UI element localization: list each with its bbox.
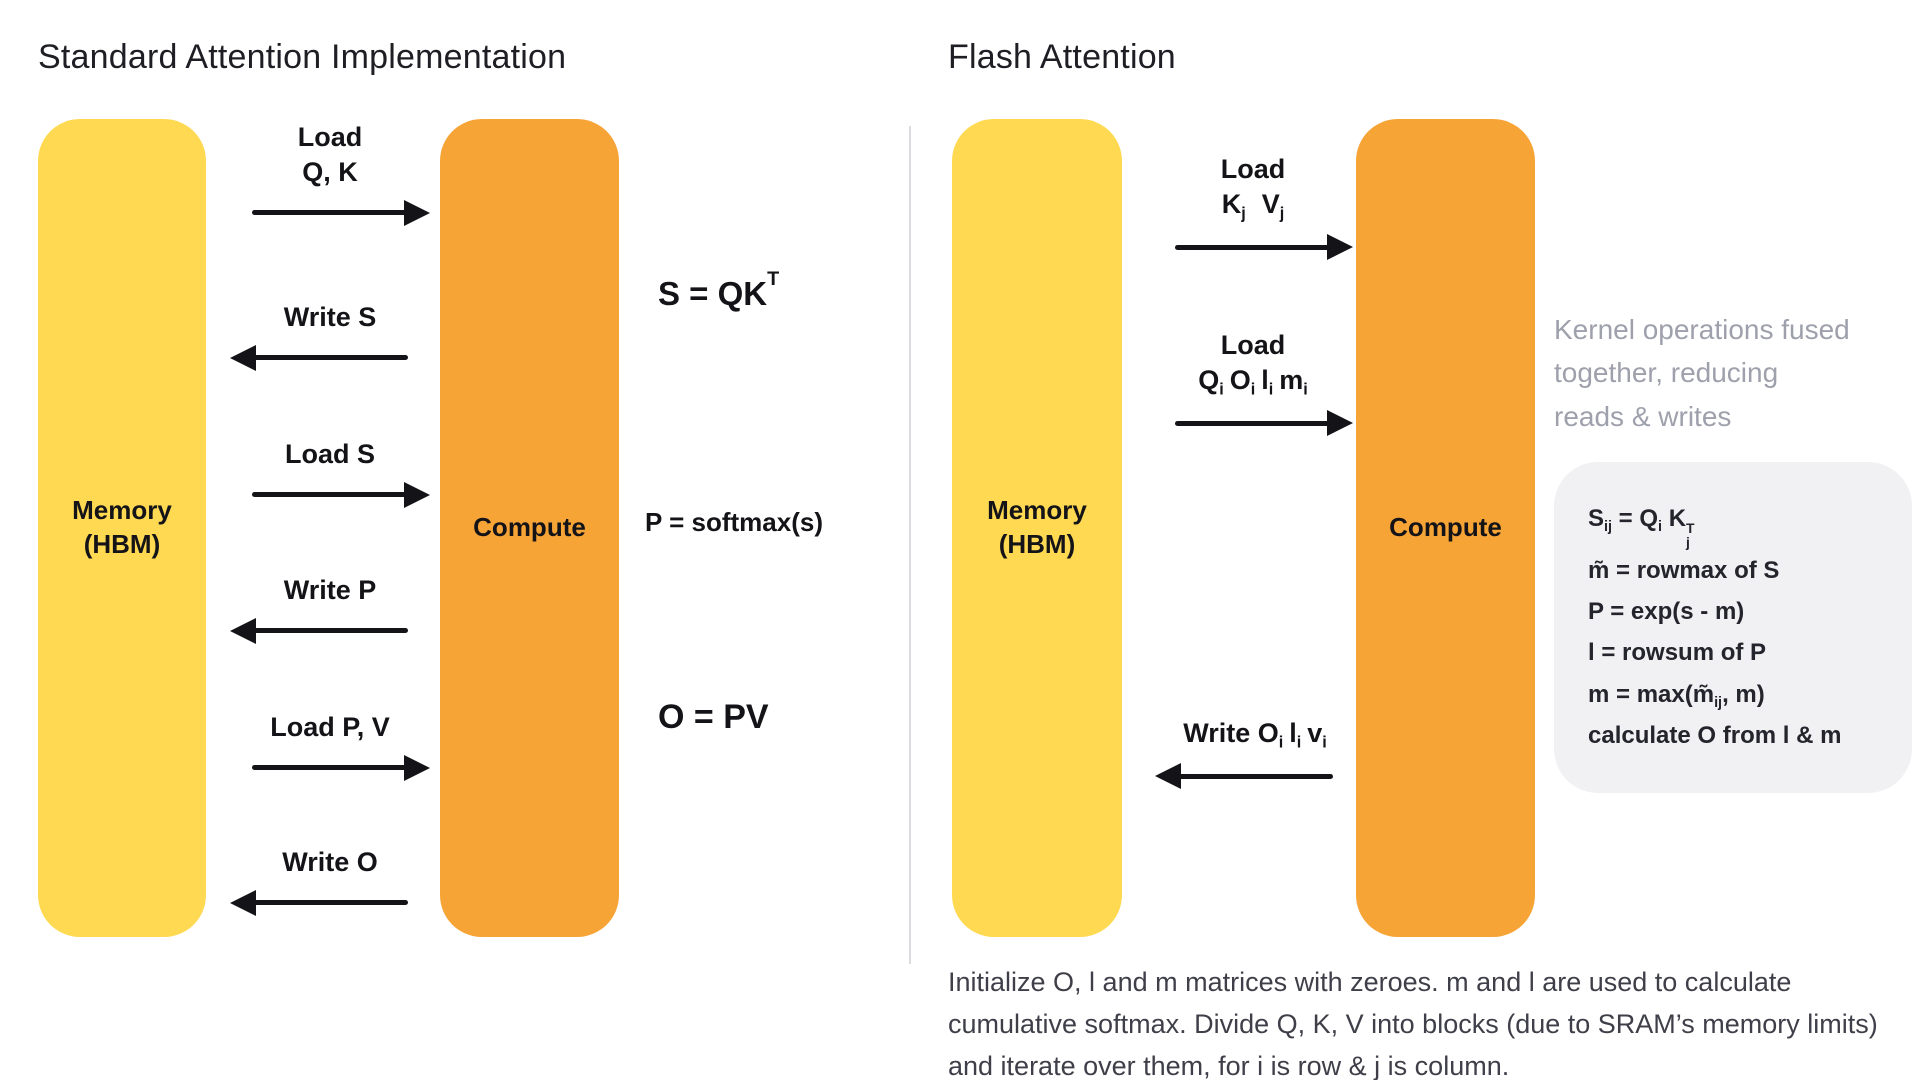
flash-attention-title: Flash Attention	[948, 38, 1176, 76]
equation-o-pv: O = PV	[658, 698, 769, 736]
initialization-footnote: Initialize O, l and m matrices with zero…	[948, 967, 1878, 1080]
arrow-label: Load	[1220, 154, 1286, 184]
right-arrow-icon	[252, 492, 408, 498]
memory-label-line2: (HBM)	[83, 529, 161, 559]
standard-compute-box: Compute	[440, 119, 619, 937]
compute-label: Compute	[1389, 512, 1502, 543]
equation-text: S = QK	[658, 274, 768, 312]
kernel-fusion-note: Kernel operations fused together, reduci…	[1554, 314, 1850, 432]
arrow-label: Load	[297, 122, 363, 152]
ops-line-rowmax: m̃ = rowmax of S	[1588, 556, 1780, 584]
arrow-group-write-s: Write S	[240, 300, 420, 361]
left-arrow-icon	[252, 628, 408, 634]
arrow-label: Write O	[282, 847, 378, 877]
arrow-group-write-o: Write O	[240, 845, 420, 906]
flash-memory-hbm-box: Memory (HBM)	[952, 119, 1122, 937]
arrow-label: Load	[1220, 330, 1286, 360]
arrow-group-load-qk: Load Q, K	[240, 120, 420, 216]
left-arrow-icon	[252, 900, 408, 906]
vertical-divider	[909, 126, 911, 964]
ops-line-rowsum: l = rowsum of P	[1588, 639, 1767, 667]
left-arrow-icon	[1177, 773, 1333, 779]
memory-label-line1: Memory	[72, 495, 172, 526]
arrow-group-load-s: Load S	[240, 437, 420, 498]
arrow-group-load-pv: Load P, V	[240, 710, 420, 771]
arrow-label: Load S	[284, 439, 375, 469]
arrow-label: Write S	[283, 302, 377, 332]
compute-label: Compute	[473, 512, 586, 543]
standard-memory-hbm-box: Memory (HBM)	[38, 119, 206, 937]
equation-s-qkt: S = QKT	[658, 268, 779, 313]
arrow-label: Q, K	[302, 157, 358, 188]
arrow-label: Load P, V	[270, 712, 390, 742]
left-arrow-icon	[252, 355, 408, 361]
right-arrow-icon	[1175, 244, 1331, 250]
ops-line-exp: P = exp(s - m)	[1588, 598, 1745, 626]
memory-label-line2: (HBM)	[998, 529, 1076, 559]
arrow-label: Write P	[283, 575, 377, 605]
right-arrow-icon	[252, 210, 408, 216]
equation-p-softmax: P = softmax(s)	[645, 507, 823, 537]
memory-label-line1: Memory	[987, 495, 1087, 526]
arrow-group-write-p: Write P	[240, 573, 420, 634]
right-arrow-icon	[1175, 420, 1331, 426]
right-arrow-icon	[252, 765, 408, 771]
standard-attention-title: Standard Attention Implementation	[38, 38, 567, 76]
ops-line-max: m = max(m̃ij, m)	[1588, 680, 1765, 711]
equation-superscript: T	[767, 268, 780, 290]
flash-compute-box: Compute	[1356, 119, 1535, 937]
ops-line-calculate-o: calculate O from l & m	[1588, 722, 1842, 750]
